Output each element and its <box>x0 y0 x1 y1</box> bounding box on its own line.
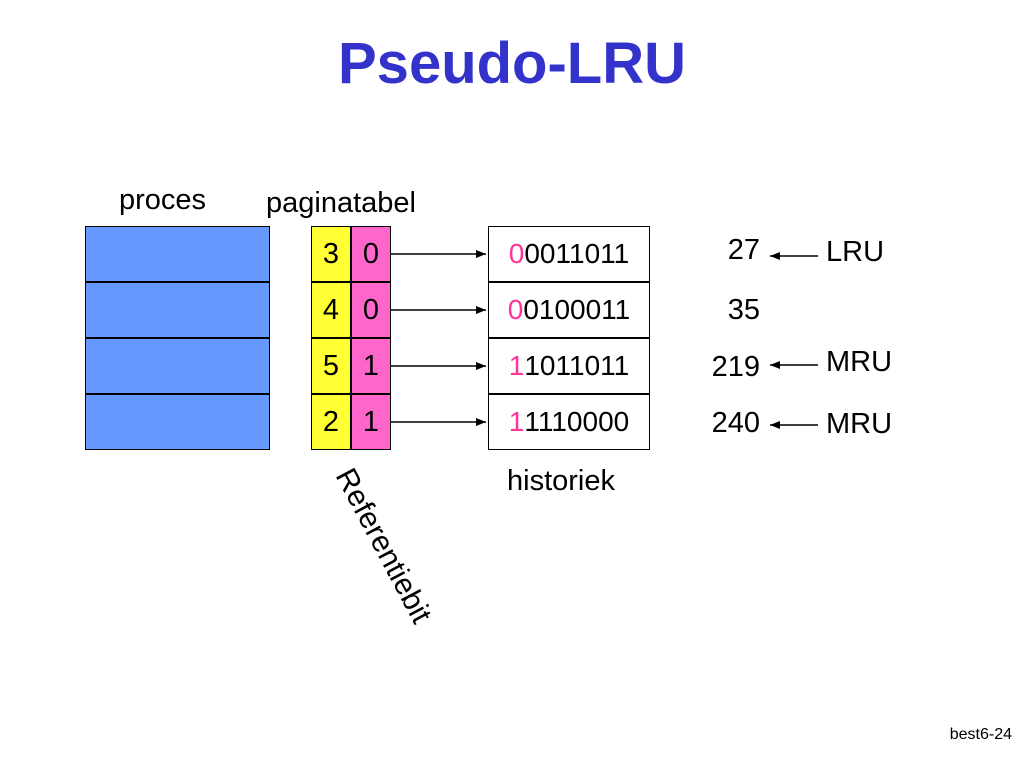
history-new-bit: 0 <box>507 294 524 325</box>
historiek-label: historiek <box>507 465 615 497</box>
mru-tag: MRU <box>826 346 893 378</box>
proces-page-3 <box>85 394 270 450</box>
history-new-bit: 1 <box>508 406 525 437</box>
lru-tag: LRU <box>826 236 885 268</box>
history-bits: 0100011 <box>523 294 631 325</box>
reference-bit-cell: 0 <box>351 282 391 338</box>
slide-title: Pseudo-LRU <box>338 31 686 96</box>
history-value: 27 <box>727 234 760 266</box>
page-table-frame-cell: 5 <box>311 338 351 394</box>
proces-page-2 <box>85 338 270 394</box>
proces-page-1 <box>85 282 270 338</box>
history-bits: 0011011 <box>524 238 630 269</box>
history-value: 240 <box>711 407 760 439</box>
reference-bit-cell: 0 <box>351 226 391 282</box>
history-bits: 1011011 <box>524 350 630 381</box>
reference-bit-cell: 1 <box>351 394 391 450</box>
history-new-bit: 0 <box>508 238 525 269</box>
proces-label: proces <box>119 184 207 216</box>
history-new-bit: 1 <box>508 350 525 381</box>
paginatabel-label: paginatabel <box>266 187 416 219</box>
history-value: 35 <box>727 294 760 326</box>
mru-tag: MRU <box>826 408 893 440</box>
page-table-frame-cell: 2 <box>311 394 351 450</box>
proces-page-0 <box>85 226 270 282</box>
page-table-frame-cell: 3 <box>311 226 351 282</box>
history-bits: 1110000 <box>524 406 630 437</box>
page-table-frame-cell: 4 <box>311 282 351 338</box>
reference-bit-cell: 1 <box>351 338 391 394</box>
history-value: 219 <box>711 351 760 383</box>
slide-footer: best6-24 <box>949 726 1012 743</box>
